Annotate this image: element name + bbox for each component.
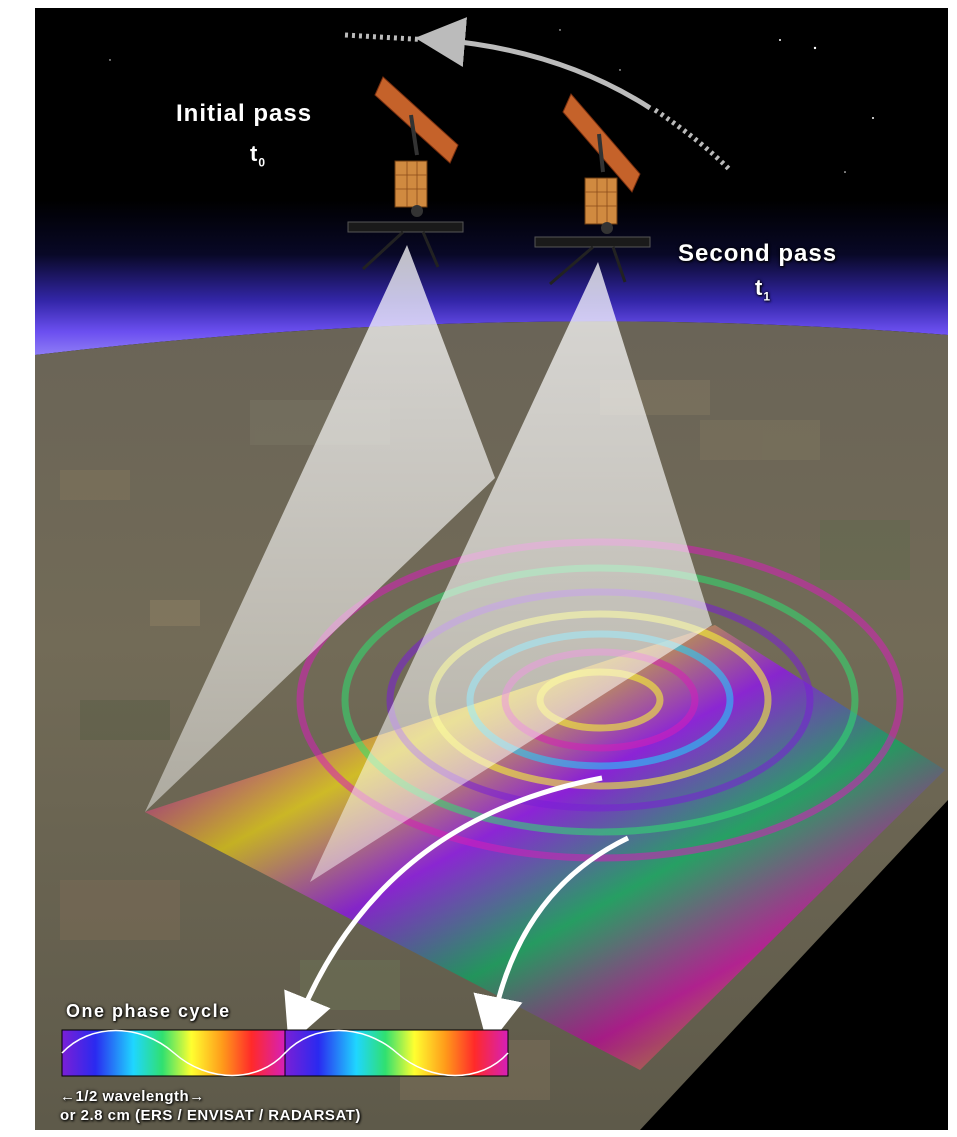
band-label: or 2.8 cm (ERS / ENVISAT / RADARSAT) xyxy=(60,1107,361,1124)
phase-arrows xyxy=(284,775,630,1047)
satellite-second xyxy=(534,93,651,286)
radar-beam-second xyxy=(310,262,712,882)
wavelength-text: 1/2 wavelength xyxy=(75,1088,190,1105)
space-corner xyxy=(640,800,948,1130)
atmosphere-glow xyxy=(35,200,948,355)
initial-pass-label: Initial pass xyxy=(176,100,313,127)
right-arrow-icon: → xyxy=(189,1088,205,1105)
second-pass-label: Second pass xyxy=(678,240,838,267)
solar-panel-icon xyxy=(374,76,459,164)
left-arrow-icon: ← xyxy=(60,1088,76,1105)
time-symbol: t xyxy=(250,141,259,166)
phase-cycle-title: One phase cycle xyxy=(66,1001,231,1021)
time-subscript: 0 xyxy=(258,155,267,170)
time-subscript: 1 xyxy=(763,289,772,304)
second-pass-time: t1 xyxy=(755,275,771,303)
radar-beam-initial xyxy=(145,245,495,812)
wavelength-label: ←1/2 wavelength→ xyxy=(60,1088,205,1105)
time-symbol: t xyxy=(755,275,764,300)
interferogram xyxy=(145,538,945,1070)
sine-wave xyxy=(61,1029,509,1077)
initial-pass-time: t0 xyxy=(250,141,266,169)
phase-color-bars xyxy=(61,1029,509,1077)
satellite-initial xyxy=(347,76,464,271)
orbit-arrow xyxy=(344,17,732,172)
